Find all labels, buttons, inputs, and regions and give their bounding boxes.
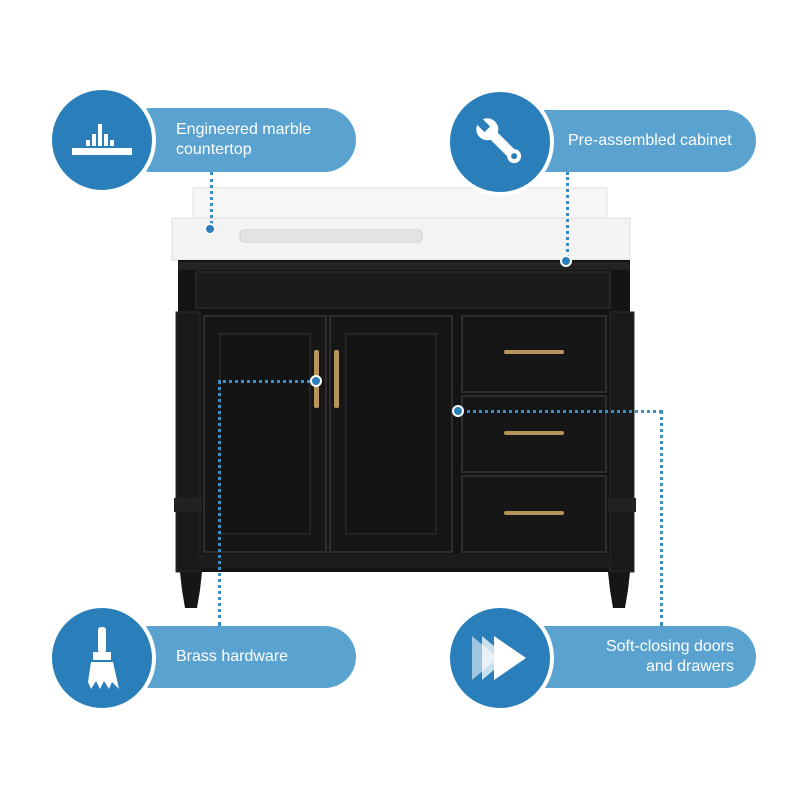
wrench-icon (475, 117, 522, 164)
right-leg (608, 572, 630, 608)
hardware-feature-badge (48, 604, 156, 712)
left-column (175, 311, 201, 573)
hardware-feature-text: Brass hardware (176, 648, 289, 665)
assembled-feature-text: Pre-assembled cabinet (568, 132, 732, 149)
right-door-panel (345, 333, 437, 535)
top-rail (178, 262, 630, 270)
left-leg (180, 572, 202, 608)
drawer-pull (504, 511, 564, 515)
countertop-icon (72, 124, 132, 155)
soft-close-leader-vertical (660, 410, 663, 626)
drawer-pull (504, 431, 564, 435)
countertop-feature-label: Engineered marble countertop (120, 108, 356, 172)
soft-close-leader-horizontal (460, 410, 662, 413)
soft-close-feature-badge (446, 604, 554, 712)
sink-cutout (239, 229, 423, 243)
soft-close-marker-dot (452, 405, 464, 417)
cabinet-marker-dot (560, 255, 572, 267)
backsplash (192, 187, 608, 221)
countertop-marker-dot (204, 223, 216, 235)
toe-kick (196, 554, 610, 568)
hardware-feature-label: Brass hardware (120, 626, 356, 688)
soft-close-feature-text: Soft-closing doors and drawers (605, 638, 734, 675)
countertop-leader-line (210, 172, 213, 224)
countertop-feature-badge (48, 86, 156, 194)
left-door-panel (219, 333, 311, 535)
assembled-feature-badge (446, 88, 554, 196)
hardware-leader-horizontal (218, 380, 316, 383)
right-column (609, 311, 635, 573)
left-column-ring (174, 498, 202, 512)
countertop-feature-text: Engineered marble countertop (176, 121, 312, 158)
cabinet-leader-line (566, 172, 569, 258)
right-column-ring (608, 498, 636, 512)
apron (195, 271, 611, 309)
hardware-leader-vertical (218, 380, 221, 626)
hardware-marker-dot (310, 375, 322, 387)
fast-forward-icon (472, 636, 526, 680)
door-handle (334, 350, 339, 408)
brush-icon (88, 627, 119, 689)
drawer-pull (504, 350, 564, 354)
